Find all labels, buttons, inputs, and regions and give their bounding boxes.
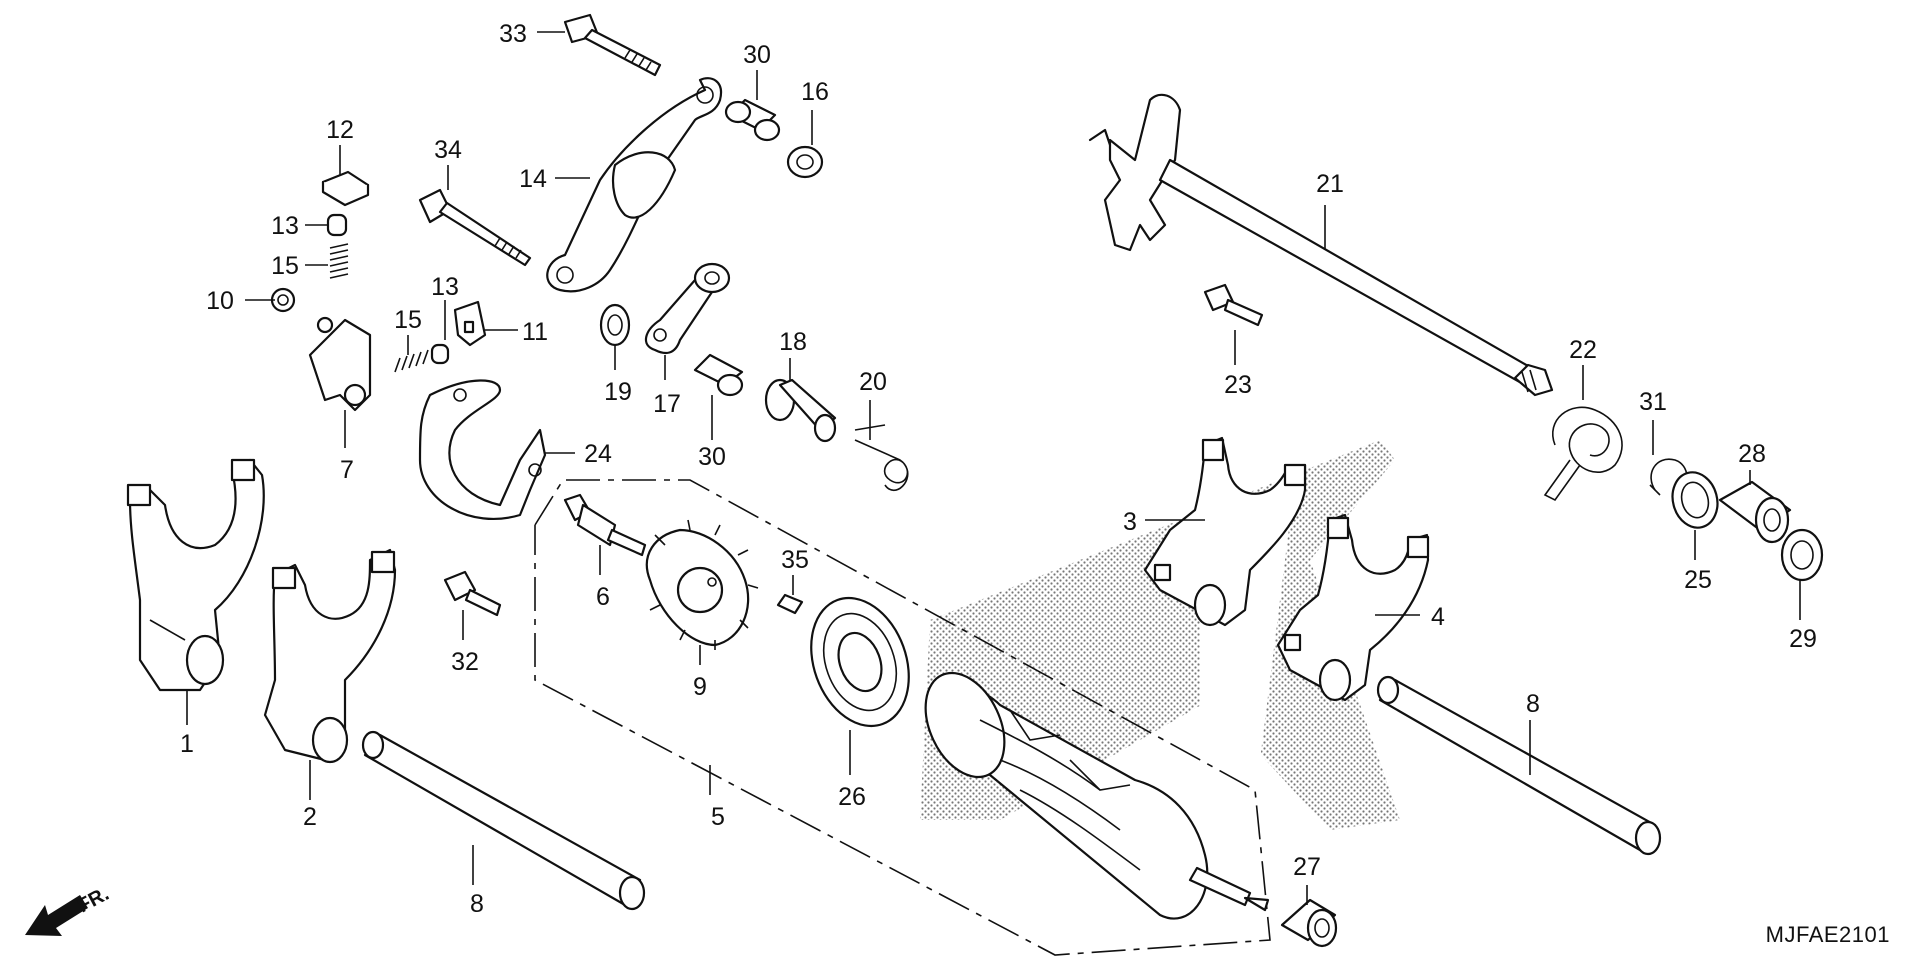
collar-13-upper [326,213,348,237]
shift-fork-3 [1143,436,1307,627]
arm-17 [644,262,731,355]
callout-13-lower: 13 [431,273,459,301]
shift-fork-4 [1276,513,1430,702]
clip-11 [453,300,487,347]
collar-16 [786,145,824,179]
pivot-18 [764,378,837,443]
callout-3: 3 [1123,508,1137,536]
callout-32: 32 [451,648,479,676]
callout-4: 4 [1431,603,1445,631]
shift-spindle-21 [1088,93,1554,397]
shift-drum-5 [924,671,1270,920]
callout-15-lower: 15 [394,306,422,334]
drum-center-9 [645,519,759,650]
callout-25: 25 [1684,566,1712,594]
plate-14 [546,77,723,293]
bearing-28 [1718,480,1792,544]
callout-26: 26 [838,783,866,811]
collar-30-upper [724,98,781,142]
shift-fork-2 [263,548,397,764]
callout-35: 35 [781,546,809,574]
pin-35 [776,593,804,615]
callout-11: 11 [522,318,548,346]
callout-28: 28 [1738,440,1766,468]
bolt-6 [563,493,647,557]
bolt-34 [418,188,532,267]
callout-12: 12 [326,116,354,144]
callout-13-upper: 13 [271,212,299,240]
shift-fork-1 [126,458,265,692]
bolt-32 [443,570,502,617]
stopper-plate-24 [418,379,547,520]
bearing-27 [1280,898,1338,948]
return-spring-22 [1543,406,1623,502]
callout-30-upper: 30 [743,41,771,69]
collar-13-lower [430,343,450,365]
callout-33: 33 [499,20,527,48]
callout-14: 14 [519,165,547,193]
callout-17: 17 [653,390,681,418]
bearing-26 [810,596,910,728]
callout-5: 5 [711,803,725,831]
callout-2: 2 [303,803,317,831]
callout-10: 10 [206,287,234,315]
callout-18: 18 [779,328,807,356]
callout-16: 16 [801,78,829,106]
cap-12 [321,170,370,207]
callout-31: 31 [1639,388,1667,416]
collar-30-lower [693,353,744,397]
washer-19 [599,303,631,347]
callout-labels: 1 2 3 4 5 6 7 8 8 9 10 11 12 13 13 14 15… [180,20,1817,918]
callout-24: 24 [584,440,612,468]
fork-shaft-8-left [361,730,646,911]
callout-7: 7 [340,456,354,484]
callout-19: 19 [604,378,632,406]
callout-20: 20 [859,368,887,396]
bolt-23 [1203,283,1264,327]
callout-29: 29 [1789,625,1817,653]
diagram-code: MJFAE2101 [1765,922,1890,947]
bolt-10 [270,287,296,313]
callout-22: 22 [1569,336,1597,364]
callout-15-upper: 15 [271,252,299,280]
callout-6: 6 [596,583,610,611]
callout-8-right: 8 [1526,690,1540,718]
fork-shaft-8-right [1376,675,1662,856]
callout-30-lower: 30 [698,443,726,471]
callout-34: 34 [434,136,462,164]
washer-25 [1671,471,1719,529]
spring-15-upper [329,243,349,279]
stopper-arm-7 [308,316,372,412]
spring-20 [854,424,909,492]
callout-21: 21 [1316,170,1344,198]
spring-15-lower [394,349,429,373]
callout-1: 1 [180,730,194,758]
leader-lines [186,31,1801,905]
callout-27: 27 [1293,853,1321,881]
callout-9: 9 [693,673,707,701]
bolt-33 [563,13,662,77]
callout-23: 23 [1224,371,1252,399]
callout-8-left: 8 [470,890,484,918]
oil-seal-29 [1780,528,1824,582]
drum-assembly-bracket [534,479,1271,956]
front-direction-arrow-icon: FR. [25,883,113,936]
